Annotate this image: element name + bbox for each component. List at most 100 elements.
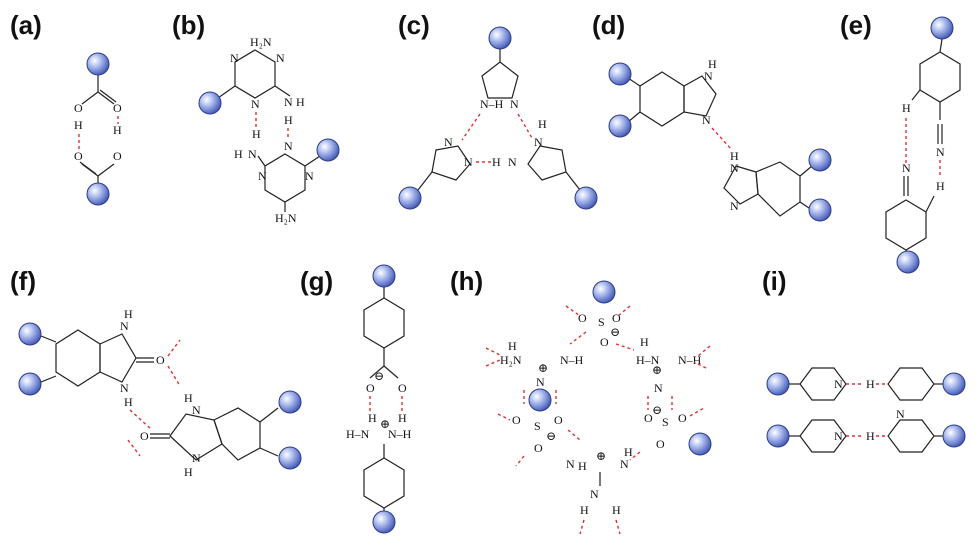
node-sphere — [608, 114, 632, 138]
svg-text:N: N — [120, 319, 129, 333]
node-sphere — [688, 432, 712, 456]
node-sphere — [278, 446, 302, 470]
panel-f: (f) N H N H O O N H N H — [10, 266, 302, 479]
svg-text:H: H — [74, 118, 83, 132]
svg-text:N–H: N–H — [678, 353, 702, 367]
svg-text:H: H — [508, 339, 517, 353]
node-sphere — [808, 198, 832, 222]
svg-text:⊕: ⊕ — [652, 363, 662, 377]
node-sphere — [198, 91, 222, 115]
svg-text:H₂N: H₂N — [500, 353, 522, 367]
svg-text:H: H — [368, 411, 377, 425]
node-sphere — [592, 280, 616, 304]
svg-text:O: O — [113, 149, 122, 163]
svg-text:H–N: H–N — [346, 427, 370, 441]
panel-b: (b) H₂N N N N N H H H H N N N N H₂N — [172, 10, 340, 225]
node-sphere — [86, 182, 110, 206]
node-sphere — [896, 250, 920, 274]
svg-text:N: N — [305, 169, 314, 183]
svg-text:O: O — [656, 437, 665, 451]
panel-label-d: (d) — [592, 10, 625, 40]
svg-text:H: H — [252, 127, 261, 141]
panel-h: (h) S O O O ⊖ H H₂N N–H ⊕ N H H–N N–H ⊕ … — [450, 266, 712, 535]
svg-text:H: H — [296, 95, 305, 109]
svg-text:⊕: ⊕ — [538, 361, 548, 375]
svg-text:N: N — [192, 403, 201, 417]
svg-text:H: H — [538, 117, 547, 131]
node-sphere — [942, 424, 966, 448]
svg-text:N: N — [590, 487, 599, 501]
svg-text:H: H — [184, 391, 193, 405]
svg-text:H: H — [124, 307, 133, 321]
svg-text:O: O — [678, 411, 687, 425]
svg-text:N: N — [620, 457, 629, 471]
svg-text:O: O — [612, 311, 621, 325]
svg-text:N: N — [510, 97, 519, 111]
svg-text:N: N — [284, 95, 293, 109]
panel-label-g: (g) — [300, 266, 333, 296]
svg-text:⊕: ⊕ — [380, 417, 390, 431]
svg-text:N: N — [284, 139, 293, 153]
svg-text:N: N — [534, 135, 543, 149]
svg-text:N: N — [902, 161, 911, 175]
svg-text:H: H — [866, 429, 875, 443]
svg-text:H: H — [284, 113, 293, 127]
svg-text:H: H — [580, 503, 589, 517]
node-sphere — [528, 388, 552, 412]
svg-text:⊖: ⊖ — [652, 403, 662, 417]
node-sphere — [608, 62, 632, 86]
svg-text:H–N: H–N — [636, 353, 660, 367]
svg-text:N: N — [730, 161, 739, 175]
node-sphere — [488, 26, 512, 50]
svg-text:H: H — [398, 411, 407, 425]
svg-text:H₂N: H₂N — [275, 211, 297, 225]
panel-label-b: (b) — [172, 10, 205, 40]
panel-label-i: (i) — [762, 266, 787, 296]
svg-text:H: H — [624, 445, 633, 459]
svg-text:N: N — [834, 377, 843, 391]
svg-text:N: N — [536, 375, 545, 389]
svg-text:O: O — [140, 429, 149, 443]
svg-text:N–H: N–H — [388, 427, 412, 441]
svg-text:H: H — [902, 101, 911, 115]
panel-c: (c) N–H N N N H N N H — [398, 10, 598, 210]
svg-text:O: O — [644, 411, 653, 425]
svg-text:N: N — [702, 113, 711, 127]
svg-text:O: O — [398, 381, 407, 395]
panel-label-f: (f) — [10, 266, 36, 296]
svg-text:N: N — [464, 155, 473, 169]
node-sphere — [18, 322, 42, 346]
panel-label-a: (a) — [10, 10, 42, 40]
svg-text:N–H: N–H — [560, 353, 584, 367]
node-sphere — [574, 186, 598, 210]
svg-text:H: H — [234, 147, 243, 161]
node-sphere — [86, 52, 110, 76]
panel-label-e: (e) — [840, 10, 872, 40]
panel-g: (g) O O ⊖ H H H–N N–H ⊕ — [300, 264, 412, 534]
node-sphere — [766, 424, 790, 448]
svg-text:N: N — [276, 51, 285, 65]
svg-text:N: N — [654, 381, 663, 395]
svg-text:⊖: ⊖ — [610, 325, 620, 339]
node-sphere — [372, 510, 396, 534]
panel-label-c: (c) — [398, 10, 430, 40]
svg-text:N–H: N–H — [480, 97, 504, 111]
svg-text:H: H — [578, 459, 587, 473]
svg-text:O: O — [366, 381, 375, 395]
svg-text:N: N — [730, 199, 739, 213]
svg-text:H: H — [124, 395, 133, 409]
svg-text:H: H — [708, 57, 717, 71]
svg-text:O: O — [600, 335, 609, 349]
node-sphere — [930, 16, 954, 40]
svg-text:S: S — [662, 415, 669, 429]
svg-text:O: O — [578, 311, 587, 325]
svg-text:N: N — [258, 169, 267, 183]
node-sphere — [316, 138, 340, 162]
svg-text:O: O — [554, 413, 563, 427]
svg-text:N: N — [896, 407, 905, 421]
svg-text:H: H — [936, 179, 945, 193]
svg-text:N: N — [508, 155, 517, 169]
svg-text:H: H — [730, 149, 739, 163]
svg-text:H₂N: H₂N — [250, 35, 272, 49]
